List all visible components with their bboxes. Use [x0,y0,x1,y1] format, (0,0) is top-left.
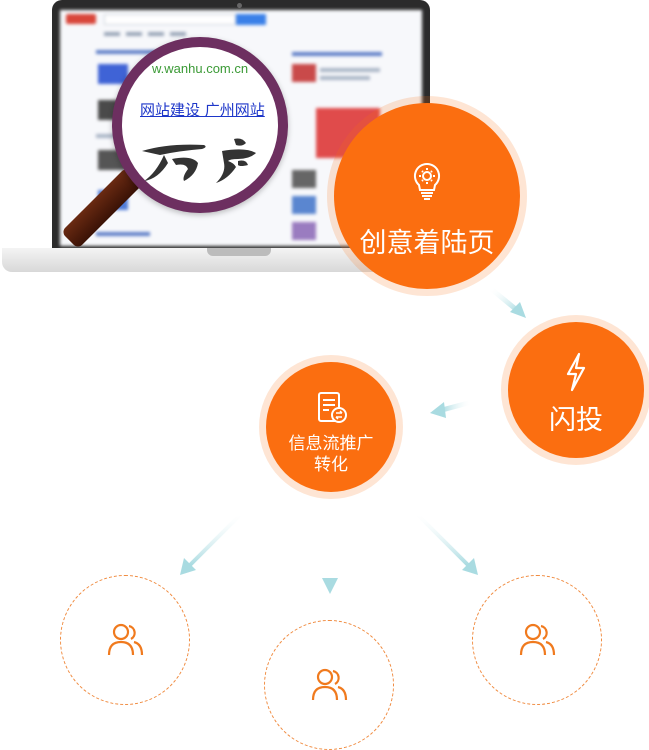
step-label-block: 信息流推广 转化 [266,434,396,476]
result-line [320,68,380,72]
magnified-url: w.wanhu.com.cn [152,61,249,76]
camera-dot [237,3,242,8]
users-icon [311,668,348,701]
result-thumb [292,196,316,214]
result-thumb [292,222,316,240]
result-title [96,50,156,54]
arrow-flash-to-feed [430,399,473,418]
audience-circle-middle [264,620,394,750]
result-thumb [98,64,128,84]
result-tab [170,32,186,36]
arrow-feed-to-left-user [180,513,242,575]
arrow-feed-to-middle-user [322,520,338,594]
step-label: 闪投 [549,405,603,436]
step-label: 创意着陆页 [359,228,495,259]
step-feed-promotion: 信息流推广 转化 [266,362,396,492]
users-icon [107,623,144,656]
result-thumb [292,170,316,188]
result-line [320,76,370,80]
step-label-line2: 转化 [314,455,348,475]
result-title [96,232,150,236]
result-title [292,52,382,56]
result-tab [148,32,164,36]
arrow-feed-to-right-user [416,513,478,575]
document-list-icon [318,392,347,423]
result-tab [126,32,142,36]
arrow-landing-to-flash [488,286,526,318]
users-icon [519,623,556,656]
search-box [104,14,236,25]
lightning-icon [566,352,586,392]
laptop-notch [207,248,271,256]
search-logo [66,14,96,24]
step-flash-delivery: 闪投 [508,322,644,458]
step-creative-landing-page: 创意着陆页 [334,103,520,289]
result-thumb [292,64,316,82]
search-button [236,14,266,25]
magnified-link: 网站建设 广州网站 [140,101,265,119]
lightbulb-gear-icon [413,162,441,200]
brand-logo [142,138,256,183]
audience-circle-left [60,575,190,705]
step-label-line1: 信息流推广 [288,434,374,454]
magnifier-lens: w.wanhu.com.cn 网站建设 广州网站 [112,37,288,213]
result-tab [104,32,120,36]
audience-circle-right [472,575,602,705]
